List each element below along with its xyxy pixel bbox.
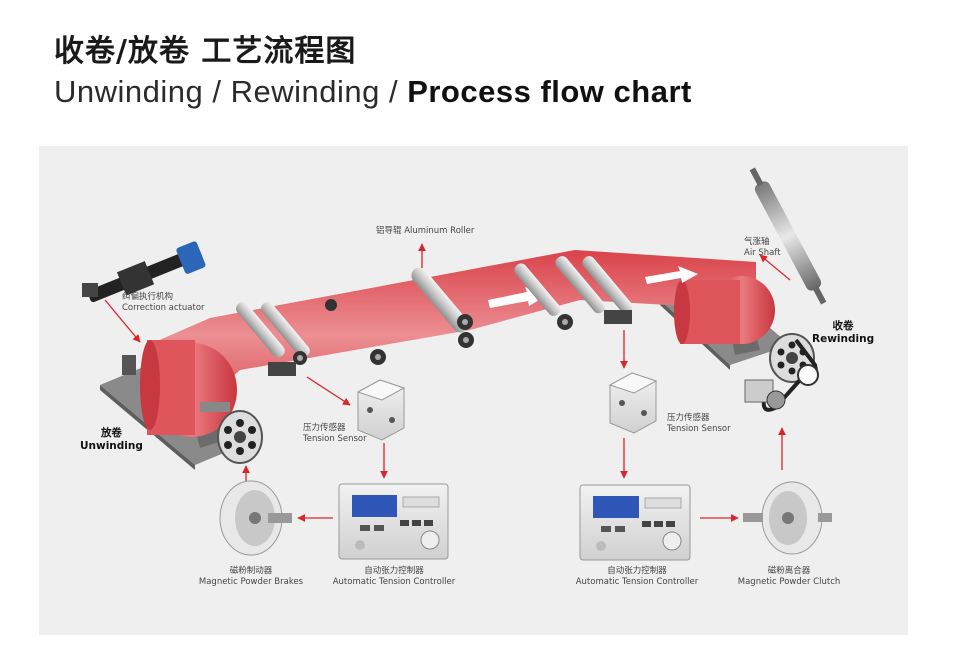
tension-sensor-left-en: Tension Sensor: [303, 434, 367, 444]
brakes-label: 磁粉制动器 Magnetic Powder Brakes: [196, 566, 306, 588]
controller-right-cn: 自动张力控制器: [607, 566, 667, 576]
controller-left-label: 自动张力控制器 Automatic Tension Controller: [330, 566, 458, 588]
rewinding-label: 收卷 Rewinding: [812, 320, 874, 346]
tension-sensor-right-device: [608, 372, 658, 434]
arrow-to-airshaft: [759, 254, 791, 281]
tension-sensor-right-en: Tension Sensor: [667, 424, 731, 434]
tension-sensor-right-cn: 压力传感器: [667, 413, 710, 423]
arrow-to-unwind-chuck: [104, 299, 141, 343]
brakes-en: Magnetic Powder Brakes: [198, 577, 304, 587]
title-en-light: Unwinding / Rewinding /: [54, 74, 408, 109]
guide-rollers: [236, 256, 633, 376]
unwind-chuck: [200, 402, 263, 464]
magnetic-powder-brake-device: [219, 480, 292, 556]
arrow-to-left-sensor: [306, 376, 351, 406]
air-shaft-device: [749, 167, 827, 305]
correction-actuator-label: 纠偏执行机构 Correction actuator: [122, 292, 205, 314]
controller-right-label: 自动张力控制器 Automatic Tension Controller: [573, 566, 701, 588]
tension-sensor-right-label: 压力传感器 Tension Sensor: [667, 413, 731, 435]
tension-sensor-left-cn: 压力传感器: [303, 423, 346, 433]
aluminum-roller-label: 铝导辊 Aluminum Roller: [376, 226, 475, 236]
brakes-cn: 磁粉制动器: [229, 566, 273, 576]
unwinding-en: Unwinding: [80, 440, 143, 452]
magnetic-powder-clutch-device: [743, 481, 832, 555]
tension-controller-left-device: [338, 483, 449, 560]
web-direction-arrow: [645, 266, 698, 284]
correction-actuator-cn: 纠偏执行机构: [122, 292, 174, 302]
tension-controller-right-device: [579, 484, 691, 561]
unwinding-cn: 放卷: [100, 427, 122, 439]
page-title-en: Unwinding / Rewinding / Process flow cha…: [54, 74, 692, 110]
clutch-label: 磁粉离合器 Magnetic Powder Clutch: [732, 566, 846, 588]
controller-left-en: Automatic Tension Controller: [332, 577, 456, 587]
title-en-bold: Process flow chart: [407, 74, 692, 109]
unwinding-label: 放卷 Unwinding: [80, 427, 143, 453]
air-shaft-cn: 气涨轴: [744, 237, 770, 247]
air-shaft-en: Air Shaft: [744, 248, 781, 258]
correction-actuator-device: [82, 241, 206, 303]
air-shaft-label: 气涨轴 Air Shaft: [744, 237, 781, 259]
tension-sensor-left-device: [356, 379, 406, 441]
tension-sensor-left-label: 压力传感器 Tension Sensor: [303, 423, 367, 445]
clutch-cn: 磁粉离合器: [767, 566, 811, 576]
rewind-chuck: [744, 333, 819, 412]
rewinding-cn: 收卷: [832, 320, 854, 332]
correction-actuator-en: Correction actuator: [122, 303, 205, 313]
rewinding-en: Rewinding: [812, 333, 875, 345]
material-web: [140, 250, 775, 437]
flow-arrows: [104, 243, 791, 522]
page-title-cn: 收卷/放卷 工艺流程图: [54, 34, 357, 69]
controller-right-en: Automatic Tension Controller: [575, 577, 699, 587]
controller-left-cn: 自动张力控制器: [364, 566, 424, 576]
clutch-en: Magnetic Powder Clutch: [737, 577, 841, 587]
